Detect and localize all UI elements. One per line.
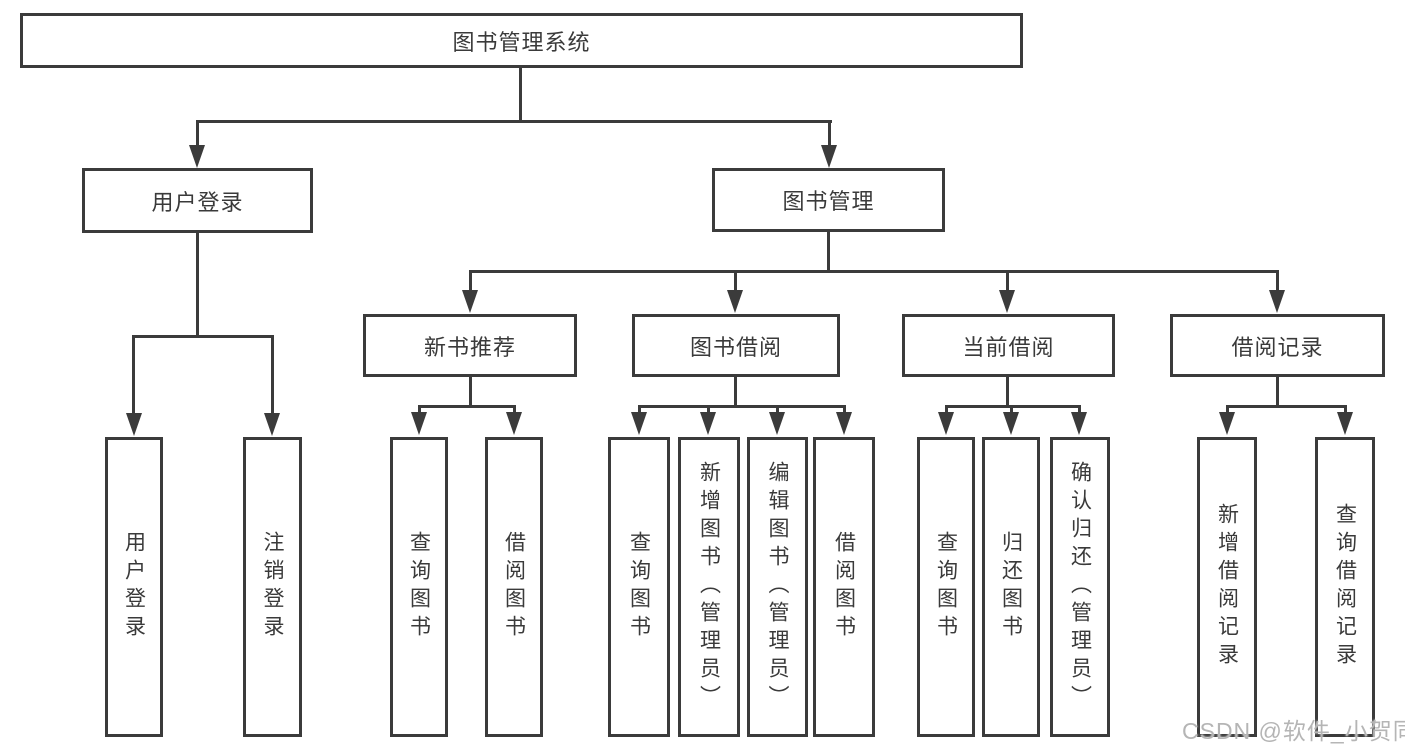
connector-drop-new-books [469, 270, 472, 292]
connector-drop-user-login [196, 120, 199, 148]
leaf-newbooks-borrow-books-label: 借阅图书 [502, 531, 526, 643]
leaf-newbooks-borrow-books: 借阅图书 [485, 437, 543, 737]
connector-drop [1078, 405, 1081, 415]
connector-drop [843, 405, 846, 415]
csdn-watermark: CSDN @软件_小贺同学 [1182, 718, 1405, 744]
node-book-borrowing: 图书借阅 [632, 314, 840, 377]
leaf-newbooks-query-books: 查询图书 [390, 437, 448, 737]
leaf-borrowing-query-books: 查询图书 [608, 437, 670, 737]
arrow-down-icon [999, 290, 1015, 313]
connector-new-books-rail [418, 405, 516, 408]
connector-drop-current-borrowing [1006, 270, 1009, 292]
connector-level1-rail [196, 120, 832, 123]
leaf-user-login-label: 用户登录 [122, 531, 146, 643]
node-borrow-records-label: 借阅记录 [1231, 334, 1324, 360]
connector-drop-login [132, 335, 135, 415]
arrow-down-icon [506, 412, 522, 435]
arrow-down-icon [264, 413, 280, 436]
arrow-down-icon [411, 412, 427, 435]
node-current-borrowing: 当前借阅 [902, 314, 1115, 377]
node-user-login: 用户登录 [82, 168, 313, 233]
arrow-down-icon [1071, 412, 1087, 435]
arrow-down-icon [126, 413, 142, 436]
arrow-down-icon [836, 412, 852, 435]
leaf-borrowing-borrow-books-label: 借阅图书 [832, 531, 856, 643]
leaf-records-query-record: 查询借阅记录 [1315, 437, 1375, 737]
arrow-down-icon [700, 412, 716, 435]
node-book-borrowing-label: 图书借阅 [689, 334, 782, 360]
leaf-borrowing-query-books-label: 查询图书 [627, 531, 651, 643]
leaf-records-add-record-label: 新增借阅记录 [1215, 503, 1239, 671]
node-book-mgmt-label: 图书管理 [782, 189, 875, 214]
arrow-down-icon [189, 145, 205, 168]
node-new-books: 新书推荐 [363, 314, 577, 377]
leaf-borrowing-add-books-admin: 新增图书（管理员） [678, 437, 740, 737]
leaf-logout: 注销登录 [243, 437, 302, 737]
leaf-current-query-books-label: 查询图书 [934, 531, 958, 643]
connector-drop [1010, 405, 1013, 415]
connector-book-mgmt-trunk [827, 232, 830, 270]
node-root-label: 图书管理系统 [452, 29, 591, 55]
arrow-down-icon [1003, 412, 1019, 435]
connector-drop [776, 405, 779, 415]
connector-drop [1226, 405, 1229, 415]
arrow-down-icon [462, 290, 478, 313]
connector-drop-book-borrowing [734, 270, 737, 292]
connector-drop [945, 405, 948, 415]
node-borrow-records: 借阅记录 [1170, 314, 1385, 377]
node-current-borrowing-label: 当前借阅 [962, 334, 1055, 360]
connector-drop-logout [271, 335, 274, 415]
connector-borrow-records-rail [1226, 405, 1346, 408]
leaf-current-return-books-label: 归还图书 [999, 531, 1023, 643]
arrow-down-icon [1337, 412, 1353, 435]
connector-current-borrowing-trunk [1006, 377, 1009, 405]
connector-level2-rail [469, 270, 1279, 273]
connector-drop-borrow-records [1276, 270, 1279, 292]
leaf-borrowing-edit-books-admin-label: 编辑图书（管理员） [766, 461, 789, 713]
leaf-records-query-record-label: 查询借阅记录 [1333, 503, 1357, 671]
connector-new-books-trunk [469, 377, 472, 405]
connector-book-borrowing-trunk [734, 377, 737, 405]
connector-drop-book-mgmt [828, 120, 831, 148]
connector-drop [418, 405, 421, 415]
node-user-login-label: 用户登录 [151, 189, 244, 215]
connector-borrow-records-trunk [1276, 377, 1279, 405]
arrow-down-icon [821, 145, 837, 168]
connector-book-borrowing-rail [638, 405, 846, 408]
connector-root-trunk [519, 68, 522, 120]
arrow-down-icon [1269, 290, 1285, 313]
connector-drop [707, 405, 710, 415]
connector-drop [1344, 405, 1347, 415]
arrow-down-icon [631, 412, 647, 435]
leaf-current-confirm-return-admin: 确认归还（管理员） [1050, 437, 1110, 737]
leaf-current-confirm-return-admin-label: 确认归还（管理员） [1068, 461, 1092, 713]
connector-drop [513, 405, 516, 415]
leaf-records-add-record: 新增借阅记录 [1197, 437, 1257, 737]
arrow-down-icon [769, 412, 785, 435]
arrow-down-icon [727, 290, 743, 313]
node-book-mgmt: 图书管理 [712, 168, 945, 232]
leaf-newbooks-query-books-label: 查询图书 [407, 531, 431, 643]
connector-current-borrowing-rail [945, 405, 1081, 408]
arrow-down-icon [1219, 412, 1235, 435]
leaf-current-query-books: 查询图书 [917, 437, 975, 737]
leaf-borrowing-edit-books-admin: 编辑图书（管理员） [747, 437, 808, 737]
leaf-current-return-books: 归还图书 [982, 437, 1040, 737]
leaf-user-login: 用户登录 [105, 437, 163, 737]
leaf-borrowing-add-books-admin-label: 新增图书（管理员） [697, 461, 721, 713]
connector-user-login-trunk [196, 233, 199, 335]
connector-user-login-rail [132, 335, 274, 338]
leaf-borrowing-borrow-books: 借阅图书 [813, 437, 875, 737]
arrow-down-icon [938, 412, 954, 435]
leaf-logout-label: 注销登录 [261, 531, 284, 643]
node-new-books-label: 新书推荐 [423, 334, 516, 360]
node-root: 图书管理系统 [20, 13, 1023, 68]
connector-drop [638, 405, 641, 415]
